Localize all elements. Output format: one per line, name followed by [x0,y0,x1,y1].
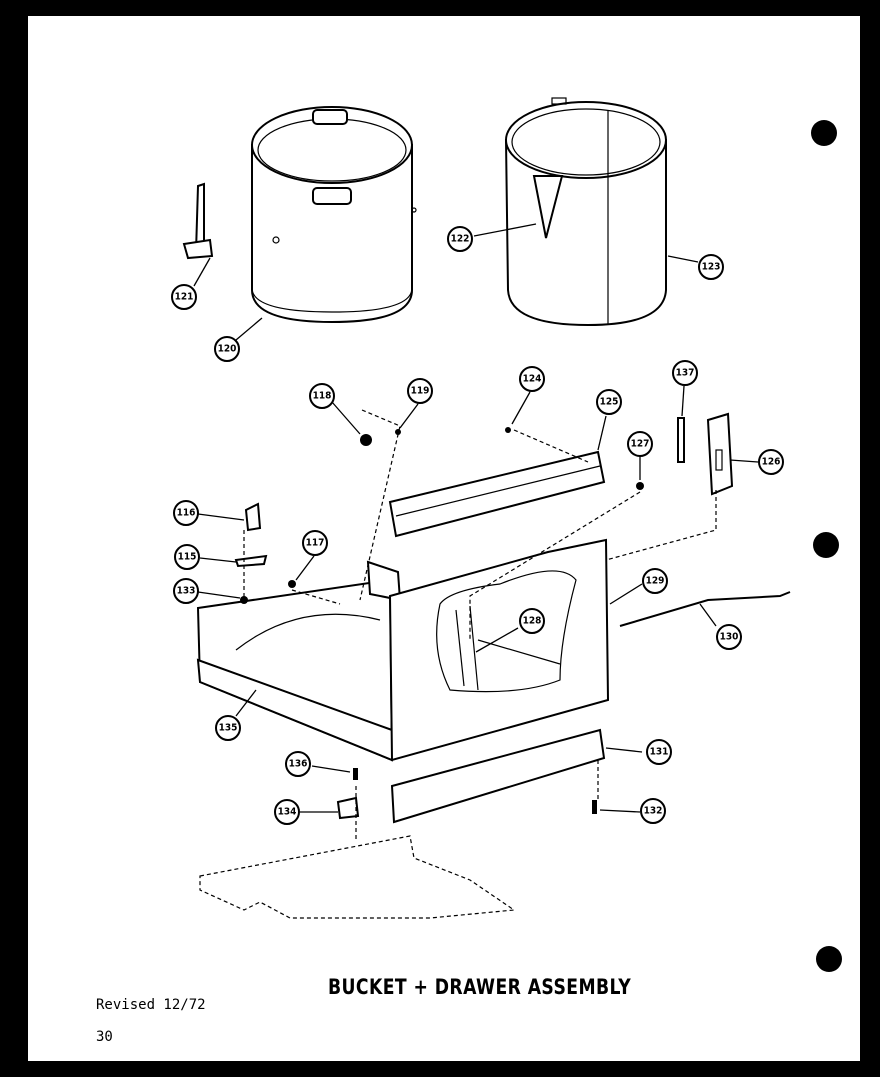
callout-134: 134 [274,799,300,825]
svg-text:132: 132 [644,806,663,817]
side-bracket [677,412,734,496]
front-trim-strip [390,728,606,824]
revision-note: Revised 12/72 [96,997,206,1013]
bracket-115 [234,554,268,568]
svg-text:131: 131 [650,747,669,758]
callout-130: 130 [716,624,742,650]
nut-133 [240,596,248,604]
callout-135: 136 [285,751,311,777]
screw-124 [505,427,511,433]
callout-123: 123 [698,254,724,280]
svg-text:123: 123 [702,262,721,273]
callout-121: 121 [171,284,197,310]
callout-129: 129 [642,568,668,594]
svg-text:121: 121 [175,292,194,303]
drawer-rail [388,450,606,538]
binder-hole-bottom [816,946,842,972]
callout-136: 135 [215,715,241,741]
svg-text:130: 130 [720,632,739,643]
callout-116: 116 [173,500,199,526]
svg-text:124: 124 [523,374,542,385]
callout-127: 127 [627,431,653,457]
diagram-title: BUCKET + DRAWER ASSEMBLY [328,975,632,999]
clip-118 [360,434,372,446]
drawer-front-panel [388,538,610,762]
binder-hole-middle [813,532,839,558]
washer-117 [288,580,296,588]
callout-131: 131 [646,739,672,765]
svg-text:133: 133 [177,586,196,597]
svg-text:135: 135 [219,723,238,734]
paper-sheet [28,16,860,1061]
drawer-frame [196,560,402,762]
callout-124: 124 [519,366,545,392]
svg-text:136: 136 [289,759,308,770]
svg-text:125: 125 [600,397,619,408]
callout-118: 118 [309,383,335,409]
callout-133: 133 [173,578,199,604]
clip-134 [336,796,360,820]
drawer-rod [619,591,791,627]
callout-leaders [193,223,759,813]
callout-115: 115 [174,544,200,570]
binder-hole-top [811,120,837,146]
svg-text:118: 118 [313,391,332,402]
svg-text:122: 122 [451,234,470,245]
svg-text:134: 134 [278,807,297,818]
clip-116 [244,502,262,532]
callout-117: 117 [302,530,328,556]
page-number: 30 [96,1029,113,1045]
screw-132 [592,800,597,814]
callout-125: 125 [596,389,622,415]
bucket-liner [504,97,667,327]
callout-126: 126 [758,449,784,475]
assembly-lines [199,409,717,919]
svg-text:127: 127 [631,439,650,450]
svg-text:128: 128 [523,616,542,627]
svg-text:116: 116 [177,508,196,519]
callout-119: 119 [407,378,433,404]
callout-120: 120 [214,336,240,362]
callout-137: 137 [672,360,698,386]
svg-text:126: 126 [762,457,781,468]
callout-132: 132 [640,798,666,824]
bucket-bracket [182,182,214,260]
svg-text:137: 137 [676,368,695,379]
svg-text:117: 117 [306,538,325,549]
callout-122: 122 [447,226,473,252]
svg-text:119: 119 [411,386,430,397]
nut-127 [636,482,644,490]
bucket-outer [251,106,417,324]
svg-text:129: 129 [646,576,665,587]
callout-128: 128 [519,608,545,634]
screw-135 [353,768,358,780]
svg-text:120: 120 [218,344,237,355]
svg-text:115: 115 [178,552,197,563]
